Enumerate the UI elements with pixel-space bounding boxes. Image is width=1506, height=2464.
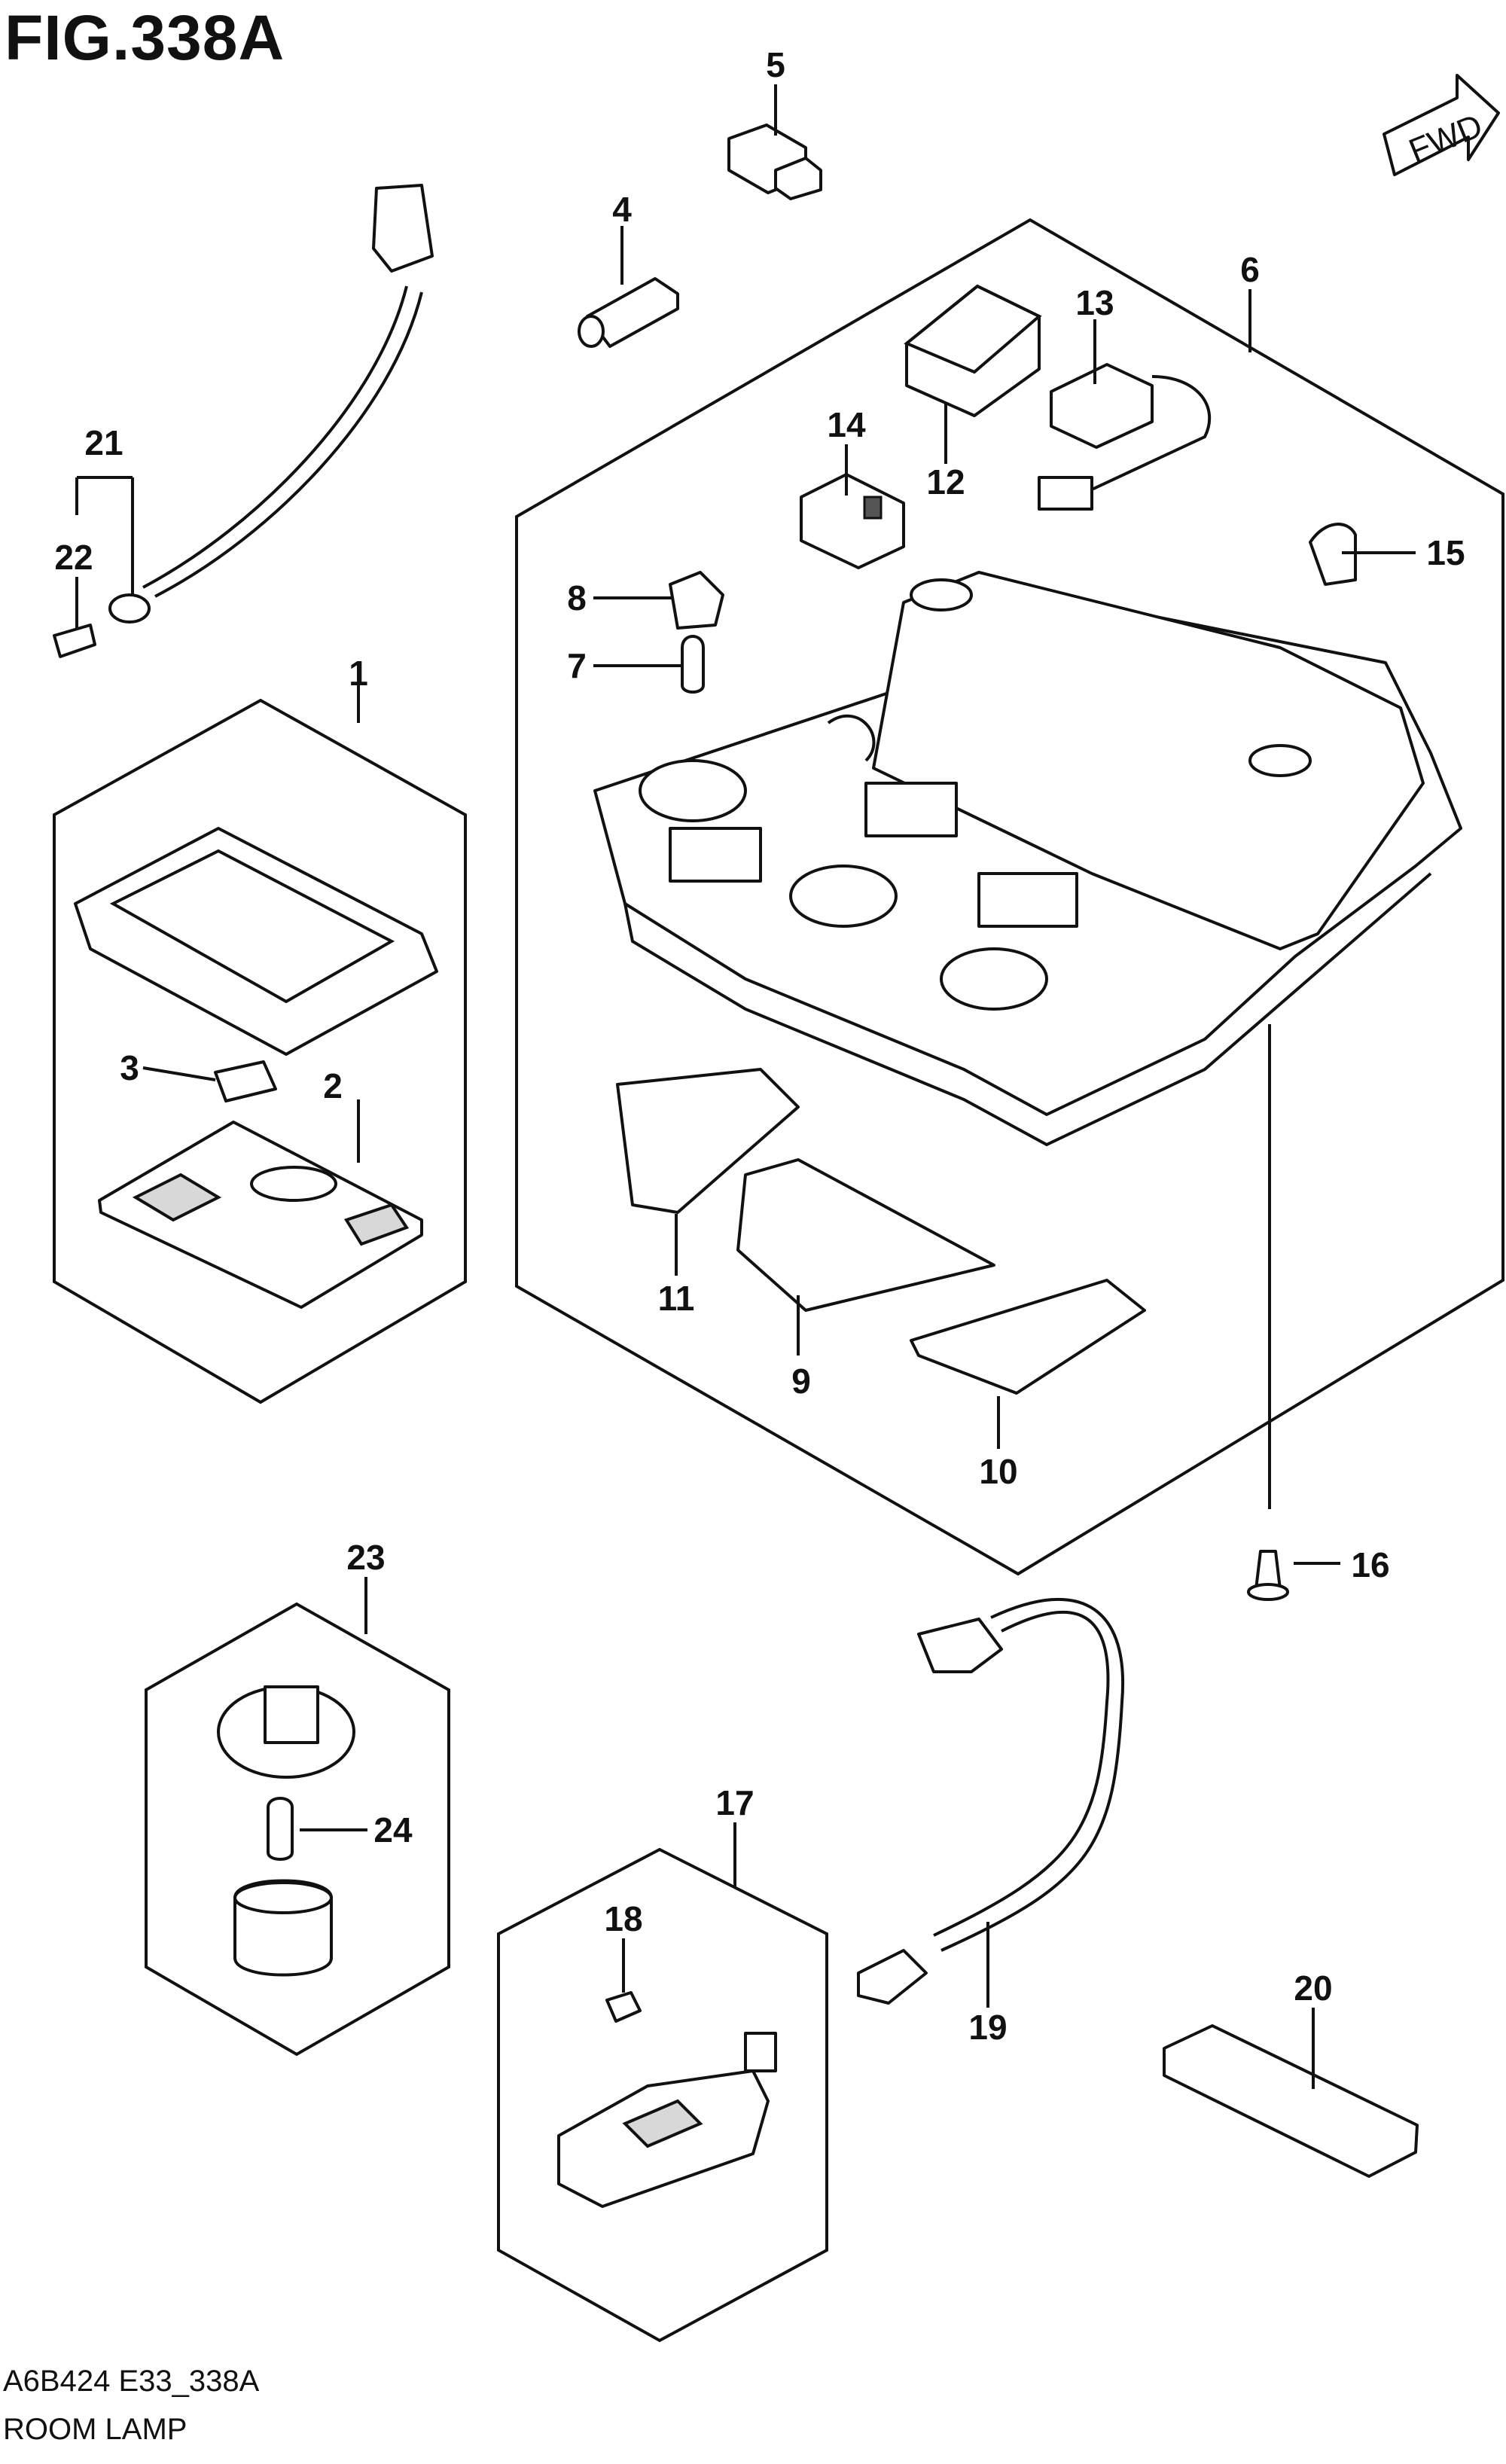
harness-13 [1038, 363, 1212, 511]
callout-11: 11 [658, 1279, 695, 1318]
map-lamp-1 [74, 827, 438, 1056]
lens-2 [98, 1121, 423, 1309]
lamp-socket-23 [217, 1685, 355, 1977]
switch-14 [800, 473, 905, 569]
callout-18: 18 [604, 1899, 642, 1938]
bulb-holder-8 [669, 571, 724, 630]
callout-labels: 1 2 3 4 5 6 7 8 9 10 11 12 13 14 15 16 1… [54, 45, 1465, 2047]
callout-5: 5 [766, 45, 785, 84]
group-outline-1 [53, 698, 467, 1404]
callout-19: 19 [968, 2008, 1007, 2047]
callout-22: 22 [54, 538, 93, 577]
pad-20 [1163, 2024, 1419, 2178]
callout-13: 13 [1075, 283, 1114, 322]
clip-15 [1309, 523, 1357, 586]
screw-16 [1247, 1550, 1289, 1601]
callout-8: 8 [567, 578, 587, 618]
callout-17: 17 [715, 1783, 754, 1822]
connector-5 [727, 124, 822, 200]
group-outline-6 [515, 218, 1504, 1576]
bulb-7 [681, 635, 705, 694]
diagram-code: A6B424 E33_338A [3, 2365, 260, 2398]
callout-14: 14 [827, 405, 866, 444]
callout-7: 7 [567, 646, 587, 685]
diagram-name: ROOM LAMP [3, 2413, 187, 2446]
lens-9 [736, 1158, 995, 1312]
callout-16: 16 [1351, 1545, 1389, 1584]
callout-12: 12 [926, 462, 965, 502]
wire-harness-19 [857, 1597, 1124, 2005]
socket-4 [578, 277, 679, 348]
callout-4: 4 [612, 190, 632, 229]
lens-11 [616, 1068, 800, 1214]
callout-23: 23 [346, 1538, 385, 1577]
group-outline-17 [497, 1847, 828, 2343]
callout-21: 21 [84, 423, 123, 462]
figure-title: FIG.338A [5, 2, 285, 73]
leader-lines [75, 84, 1416, 2089]
fwd-arrow-icon: FWD [1383, 74, 1500, 176]
lens-10 [910, 1279, 1146, 1395]
callout-6: 6 [1240, 250, 1260, 289]
bulb-24 [267, 1797, 294, 1861]
luggage-lamp-17 [557, 2032, 777, 2208]
switch-12 [904, 284, 1042, 417]
callout-2: 2 [323, 1066, 343, 1105]
bulb-3 [214, 1060, 277, 1102]
callout-3: 3 [120, 1048, 139, 1087]
callout-10: 10 [979, 1452, 1017, 1491]
callout-15: 15 [1426, 533, 1465, 572]
callout-1: 1 [349, 654, 368, 693]
callout-20: 20 [1294, 1968, 1332, 2008]
callout-24: 24 [373, 1810, 413, 1850]
overhead-lamp-housing [593, 571, 1462, 1147]
wire-harness-21 [53, 184, 434, 658]
bulb-18 [605, 1991, 642, 2023]
callout-9: 9 [791, 1362, 811, 1401]
group-outline-23 [145, 1602, 450, 2057]
